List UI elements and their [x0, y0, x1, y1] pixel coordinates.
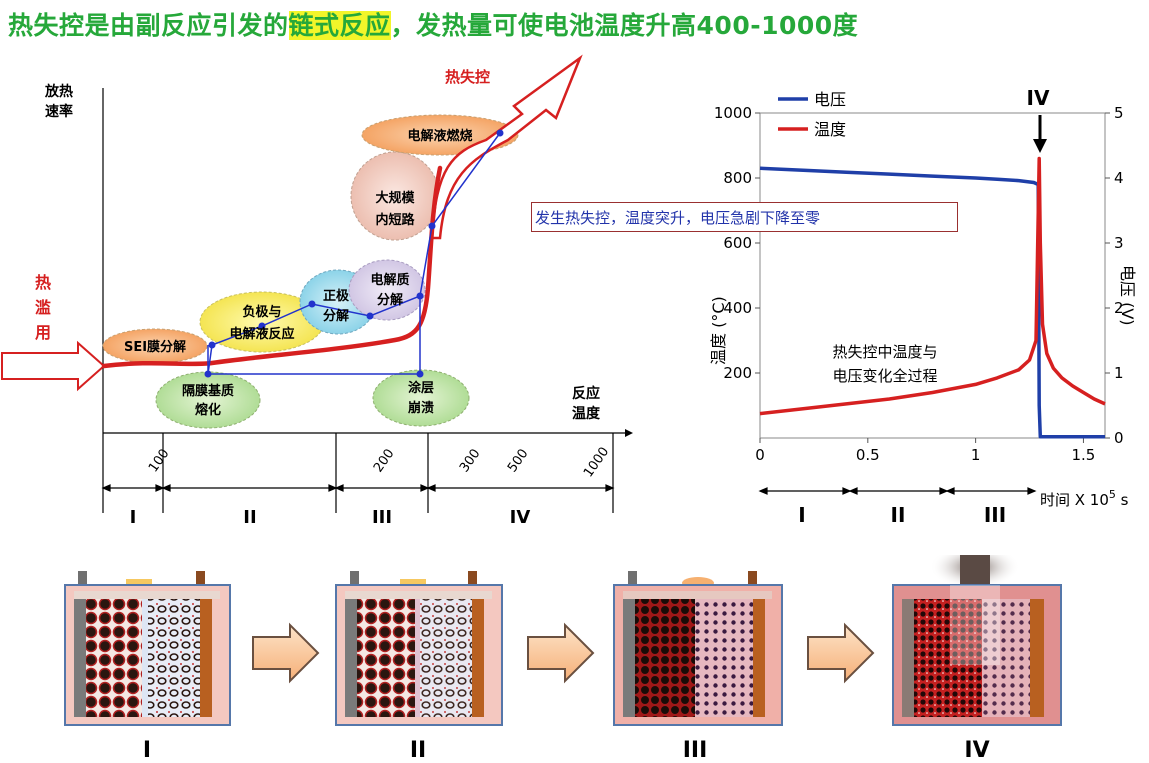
x-tick-label: 0	[755, 446, 765, 464]
chart-stage-2: II	[891, 503, 906, 527]
y-left-tick-label: 400	[723, 299, 752, 317]
x-axis-title-main: 时间 X 10	[1040, 491, 1109, 509]
title-part1: 热失控是由副反应引发的	[8, 11, 289, 40]
plot-frame	[759, 112, 1106, 439]
bubble-short-label-1: 大规模	[375, 190, 415, 206]
temperature-dividers	[102, 433, 614, 513]
battery-panel-1	[64, 571, 231, 726]
chart-series	[759, 156, 1106, 439]
bubble-short-label-2: 内短路	[375, 212, 415, 228]
bubble-coating-label-2: 崩溃	[408, 400, 434, 416]
panel-label-4: IV	[964, 738, 990, 763]
legend-voltage-label: 电压	[814, 90, 846, 109]
y-left-tick-label: 200	[723, 364, 752, 382]
battery-panels	[64, 555, 1062, 726]
stage-label-4: IV	[510, 507, 531, 528]
bubble-cathode-label-2: 分解	[323, 308, 349, 324]
reaction-base-line	[207, 296, 421, 375]
y-axis-label-line2: 速率	[45, 103, 73, 120]
inner-caption-line2: 电压变化全过程	[832, 367, 937, 385]
chart-stage-3: III	[984, 503, 1006, 527]
panel-label-3: III	[682, 738, 708, 763]
thermal-abuse-char-1: 热	[35, 273, 51, 292]
thermal-abuse-arrow-icon	[1, 340, 106, 392]
temp-tick-1000: 1000	[581, 445, 612, 481]
temp-tick-200: 200	[371, 446, 398, 475]
y-right-tick-label: 5	[1114, 104, 1124, 122]
y-right-tick-label: 2	[1114, 299, 1124, 317]
bubble-sei-label: SEI膜分解	[124, 339, 186, 355]
temperature-series-line	[759, 156, 1106, 416]
stage-brackets	[101, 484, 615, 492]
title-part2: ，发热量可使电池温度升高400-1000度	[390, 11, 859, 40]
bubble-cathode-label-1: 正极	[323, 288, 350, 304]
stage-label-3: III	[372, 507, 392, 528]
panel-label-2: II	[409, 738, 427, 763]
panel-label-1: I	[142, 738, 152, 763]
y-right-tick-label: 1	[1114, 364, 1124, 382]
battery-panel-4	[892, 555, 1062, 726]
bubble-coating-label-1: 涂层	[408, 380, 434, 396]
progress-arrow-3-icon	[807, 622, 875, 684]
y-axis-right-title: 电压 (V)	[1118, 265, 1137, 326]
bubble-electrolyte-label-2: 分解	[377, 292, 403, 308]
runaway-label: 热失控	[445, 68, 490, 86]
battery-panel-3	[613, 571, 783, 726]
reaction-path-line	[207, 132, 501, 375]
chart-stage-brackets	[758, 487, 1037, 495]
bubble-separator	[155, 371, 261, 429]
progress-arrow-2-icon	[527, 622, 595, 684]
x-tick-label: 1.5	[1072, 446, 1096, 464]
y-left-tick-label: 800	[723, 169, 752, 187]
x-axis-label-line2: 温度	[572, 405, 601, 422]
x-tick-label: 0.5	[856, 446, 880, 464]
stage-marker-arrow-icon	[1033, 139, 1047, 153]
progress-arrow-1-icon	[252, 622, 320, 684]
battery-panel-2	[335, 571, 503, 726]
x-axis-title: 时间 X 105 s	[1040, 488, 1129, 509]
inner-caption-line1: 热失控中温度与	[832, 343, 937, 361]
chart-stage-1: I	[798, 503, 805, 527]
bubble-anode-label-2: 电解液反应	[229, 326, 294, 342]
heat-release-curve	[101, 165, 443, 369]
chain-reaction-diagram: 放热 速率 反应 温度 热 滥 用 热失控 SEI膜分解 隔膜基质 熔化 负极与…	[1, 54, 633, 528]
bubble-combustion-label: 电解液燃烧	[407, 128, 472, 144]
thermal-abuse-char-2: 滥	[35, 298, 51, 317]
x-axis-arrow-icon	[625, 429, 633, 437]
stage-label-1: I	[130, 507, 137, 528]
chart-ticks: 0 0.5 1 1.5 200 400 600 800 1000 0 1 2 3 4 5	[714, 104, 1124, 464]
bubble-electrolyte	[348, 259, 426, 321]
runaway-arrow-icon	[430, 54, 583, 240]
y-right-tick-label: 3	[1114, 234, 1124, 252]
x-axis-title-unit: s	[1116, 491, 1129, 509]
bubble-anode-label-1: 负极与	[242, 304, 281, 320]
x-tick-label: 1	[971, 446, 981, 464]
temp-tick-100: 100	[146, 446, 173, 475]
bubble-electrolyte-label-1: 电解质	[370, 272, 409, 288]
y-left-tick-label: 1000	[714, 104, 752, 122]
voltage-series-line	[759, 166, 1105, 439]
y-left-tick-label: 600	[723, 234, 752, 252]
y-axis-label-line1: 放热	[44, 83, 73, 100]
title-highlight: 链式反应	[288, 11, 391, 40]
stage-marker-iv: IV	[1027, 86, 1050, 110]
runaway-annotation: 发生热失控，温度突升，电压急剧下降至零	[531, 202, 958, 232]
y-axis-left-title: 温度 (°C)	[709, 296, 728, 365]
bubble-coating	[372, 369, 470, 427]
bubble-separator-label-2: 熔化	[195, 402, 221, 418]
thermal-abuse-char-3: 用	[35, 323, 51, 342]
x-axis-title-exponent: 5	[1109, 488, 1116, 501]
temp-tick-500: 500	[505, 446, 532, 475]
legend-temperature-label: 温度	[814, 120, 846, 139]
x-axis-label-line1: 反应	[572, 385, 600, 402]
temp-tick-300: 300	[457, 446, 484, 475]
reaction-nodes	[204, 129, 504, 378]
y-right-tick-label: 0	[1114, 429, 1124, 447]
page-title: 热失控是由副反应引发的链式反应，发热量可使电池温度升高400-1000度	[8, 6, 858, 42]
stage-label-2: II	[243, 507, 256, 528]
y-right-tick-label: 4	[1114, 169, 1124, 187]
bubble-separator-label-1: 隔膜基质	[182, 383, 234, 399]
